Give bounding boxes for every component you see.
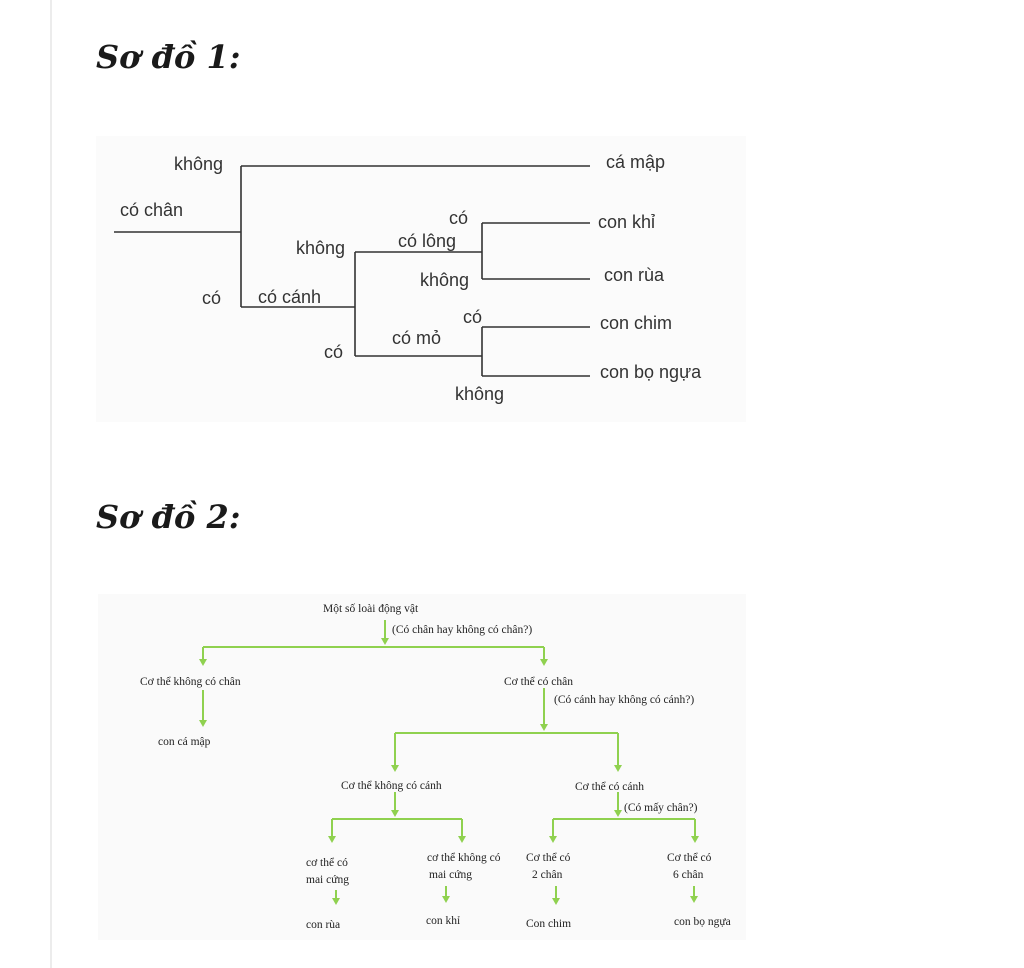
monkey-arrow — [442, 896, 450, 903]
six-legs-node-line2: 6 chân — [673, 869, 704, 881]
has-wings-node-label: Cơ thể có cánh — [575, 780, 644, 793]
mantis-arrow — [690, 896, 698, 903]
shell-node-line2: mai cứng — [306, 874, 349, 886]
no-wings-arrow — [391, 765, 399, 772]
no-legs-label: không — [174, 154, 223, 174]
legs-count-arrow — [614, 810, 622, 817]
shell-node-line1: cơ thể có — [306, 856, 348, 869]
root-node-label: Một số loài động vật — [323, 602, 419, 615]
wings-arrow — [540, 724, 548, 731]
shell-arrow — [391, 810, 399, 817]
root-label: có chân — [120, 200, 183, 220]
legs-question-label: (Có chân hay không có chân?) — [392, 624, 532, 636]
no-shell-node-line2: mai cứng — [429, 869, 472, 881]
leaf-mantis: con bọ ngựa — [600, 362, 702, 382]
two-legs-node-line1: Cơ thể có — [526, 851, 571, 864]
root-arrow — [381, 638, 389, 645]
legs-count-question-label: (Có mấy chân?) — [624, 801, 698, 814]
diagram-2-panel: Một số loài động vật (Có chân hay không … — [98, 594, 746, 940]
no-legs-node-label: Cơ thể không có chân — [140, 675, 241, 688]
shark-arrow — [199, 720, 207, 727]
no-shell-drop-arrow — [458, 836, 466, 843]
diagram-1-tree: không có chân có có cánh không có có lôn… — [114, 152, 702, 404]
six-legs-arrow — [691, 836, 699, 843]
wings-question-label: có cánh — [258, 287, 321, 307]
monkey-leaf-label: con khỉ — [426, 915, 460, 927]
leaf-turtle: con rùa — [604, 265, 665, 285]
diagram-2-heading: Sơ đồ 2: — [96, 498, 241, 536]
shark-node-label: con cá mập — [158, 736, 211, 748]
diagram-1-panel: không có chân có có cánh không có có lôn… — [96, 136, 746, 422]
fur-yes-label: có — [449, 208, 468, 228]
has-legs-arrow — [540, 659, 548, 666]
beak-no-label: không — [455, 384, 504, 404]
no-wings-node-label: Cơ thể không có cánh — [341, 779, 442, 792]
diagram-2-flowchart: Một số loài động vật (Có chân hay không … — [140, 602, 731, 931]
leaf-monkey: con khỉ — [598, 212, 655, 232]
turtle-arrow — [332, 898, 340, 905]
bird-leaf-label: Con chim — [526, 918, 571, 930]
beak-question-label: có mỏ — [392, 328, 441, 348]
diagram-1-heading: Sơ đồ 1: — [96, 38, 241, 76]
beak-yes-label: có — [463, 307, 482, 327]
fur-no-label: không — [420, 270, 469, 290]
two-legs-arrow — [549, 836, 557, 843]
turtle-leaf-label: con rùa — [306, 919, 340, 931]
leaf-bird: con chim — [600, 313, 672, 333]
mantis-leaf-label: con bọ ngựa — [674, 916, 731, 928]
fur-question-label: có lông — [398, 231, 456, 251]
no-shell-node-line1: cơ thể không có — [427, 851, 501, 864]
has-legs-label: có — [202, 288, 221, 308]
has-legs-node-label: Cơ thể có chân — [504, 675, 573, 688]
wings-question-label: (Có cánh hay không có cánh?) — [554, 694, 694, 706]
no-legs-arrow — [199, 659, 207, 666]
has-wings-arrow — [614, 765, 622, 772]
two-legs-node-line2: 2 chân — [532, 869, 563, 881]
page-left-border — [50, 0, 52, 968]
has-wings-label: có — [324, 342, 343, 362]
six-legs-node-line1: Cơ thể có — [667, 851, 712, 864]
shell-drop-arrow — [328, 836, 336, 843]
leaf-shark: cá mập — [606, 152, 665, 172]
bird-arrow — [552, 898, 560, 905]
no-wings-label: không — [296, 238, 345, 258]
